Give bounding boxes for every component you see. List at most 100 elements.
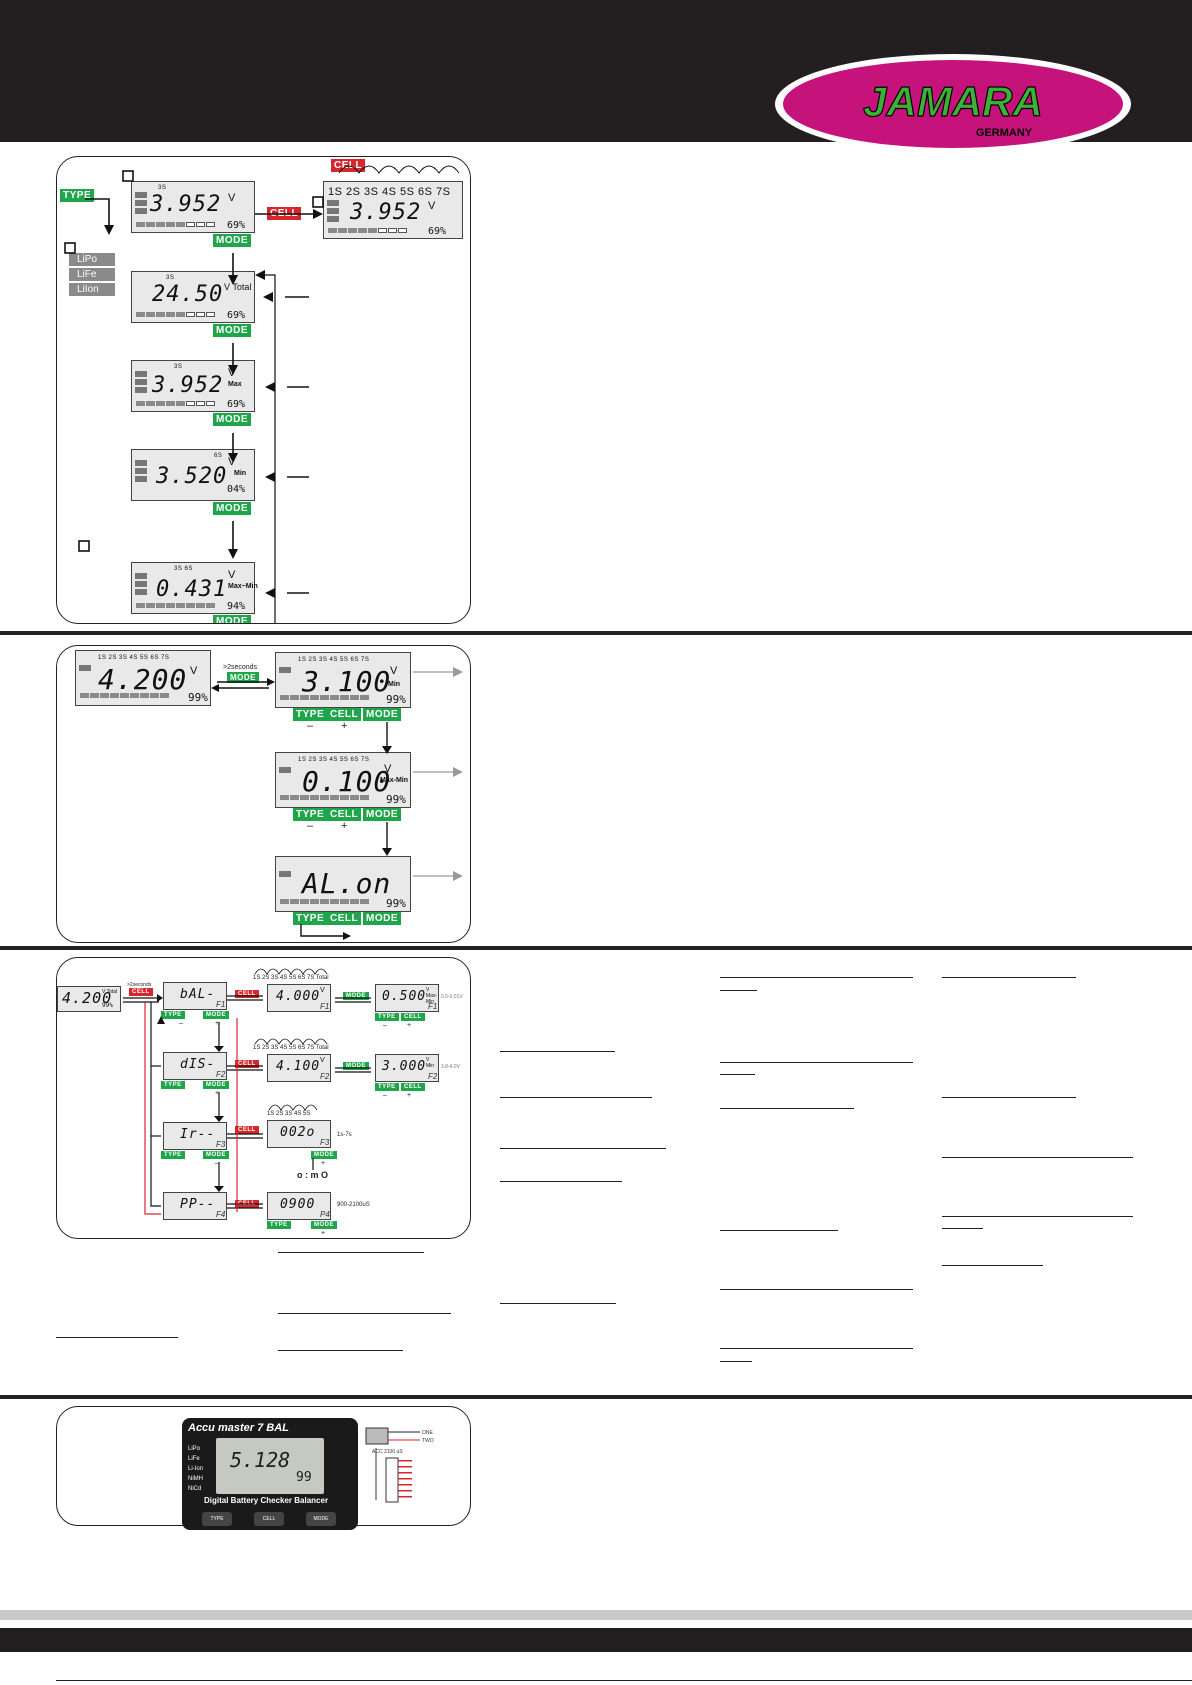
menu-pp: PP-- F4 <box>163 1192 227 1220</box>
type-button-f3[interactable]: TYPE <box>161 1151 185 1159</box>
text-rule <box>720 1074 755 1075</box>
logo-text: JAMARA <box>863 78 1043 125</box>
text-rule <box>942 1097 1076 1098</box>
chem-lipo: LiPo <box>69 253 115 266</box>
text-rule <box>500 1148 666 1149</box>
text-rule <box>720 1361 752 1362</box>
mode-button-f2[interactable]: MODE <box>203 1081 229 1089</box>
lcd-f1-cell: 4.000 V F1 <box>267 984 331 1012</box>
device-illustration: Accu master 7 BAL LiPo LiFe Li-Ion NiMH … <box>182 1418 358 1530</box>
cell-button-f1-set[interactable]: CELL <box>401 1013 425 1021</box>
text-rule <box>720 977 913 978</box>
mode-button-3[interactable]: MODE <box>213 413 251 426</box>
lcd-f2-cell: 4.100 V F2 <box>267 1054 331 1082</box>
type-button-f2[interactable]: TYPE <box>161 1081 185 1089</box>
device-label: Digital Battery Checker Balancer <box>204 1496 329 1505</box>
text-rule <box>278 1313 451 1314</box>
section-separator-2 <box>0 946 1192 950</box>
mode-button-f1-set[interactable]: MODE <box>343 992 369 1000</box>
text-rule <box>278 1350 403 1351</box>
mode-button-4[interactable]: MODE <box>213 502 251 515</box>
mode-button-a3[interactable]: MODE <box>363 912 401 925</box>
type-button-f1-set[interactable]: TYPE <box>375 1013 399 1021</box>
device-lcd: 5.128 99 <box>216 1438 324 1494</box>
mode-button-hold[interactable]: MODE <box>227 672 259 683</box>
cell-button-f1[interactable]: CELL <box>235 990 259 998</box>
mode-button-5[interactable]: MODE <box>213 615 251 623</box>
type-button-f1[interactable]: TYPE <box>161 1011 185 1019</box>
text-rule <box>278 1252 424 1253</box>
chem-life: LiFe <box>69 268 115 281</box>
device-type-button[interactable]: TYPE <box>202 1512 232 1526</box>
text-rule <box>500 1181 622 1182</box>
mode-button-2[interactable]: MODE <box>213 324 251 337</box>
section-separator-3 <box>0 1395 1192 1399</box>
lcd-cell: 1S 2S 3S 4S 5S 6S 7S 3.952 V 69% <box>323 181 463 239</box>
lcd-f1-set: 0.500 V Max-Min F1 <box>375 984 439 1012</box>
section-separator-1 <box>0 631 1192 635</box>
menu-ir: Ir-- F3 <box>163 1122 227 1150</box>
panel-alarm: 1S 2S 3S 4S 5S 6S 7S 4.200 V 99% >2secon… <box>56 645 471 943</box>
device-cell-button[interactable]: CELL <box>254 1512 284 1526</box>
mode-button-f3[interactable]: MODE <box>203 1151 229 1159</box>
lcd-f3-cell: 002o F3 <box>267 1120 331 1148</box>
lcd-alarm-start: 1S 2S 3S 4S 5S 6S 7S 4.200 V 99% <box>75 650 211 706</box>
cell-button-f2-set[interactable]: CELL <box>401 1083 425 1091</box>
footer-gray-band <box>0 1610 1192 1620</box>
text-rule <box>720 1289 913 1290</box>
text-rule <box>500 1303 616 1304</box>
jamara-logo: JAMARA GERMANY <box>775 54 1131 154</box>
lcd-alarm-max-min: 1S 2S 3S 4S 5S 6S 7S 0.100 V Max-Min 99% <box>275 752 411 808</box>
device-mode-button[interactable]: MODE <box>306 1512 336 1526</box>
panel-functions: 4.200 V Total 99% >2seconds CELL bAL- F1… <box>56 957 471 1239</box>
text-rule <box>720 1230 838 1231</box>
panel3-arrows <box>123 968 371 1215</box>
cell-button-top[interactable]: CELL <box>331 159 366 172</box>
lcd-func-start: 4.200 V Total 99% <box>57 986 121 1012</box>
mode-button-f3-set[interactable]: MODE <box>311 1151 337 1159</box>
mode-button-f2-set[interactable]: MODE <box>343 1062 369 1070</box>
lcd-max-min: 3S 6S 0.431 V Max−Min 94% <box>131 562 258 614</box>
footer-line <box>56 1680 1192 1681</box>
lcd-max: 3S 3.952 V Max 69% <box>131 360 255 412</box>
lcd-total: 3S 24.50 V Total 69% <box>131 271 255 323</box>
mode-button-a2[interactable]: MODE <box>363 808 401 821</box>
type-button-a1[interactable]: TYPE <box>293 708 328 721</box>
text-rule <box>942 1265 1043 1266</box>
text-rule <box>720 1062 913 1063</box>
cell-button-a3[interactable]: CELL <box>327 912 362 925</box>
type-button-f2-set[interactable]: TYPE <box>375 1083 399 1091</box>
menu-bal: bAL- F1 <box>163 982 227 1010</box>
type-button-a2[interactable]: TYPE <box>293 808 328 821</box>
text-rule <box>500 1051 615 1052</box>
cell-button-a2[interactable]: CELL <box>327 808 362 821</box>
cell-button-hold[interactable]: CELL <box>129 988 153 996</box>
type-button-a3[interactable]: TYPE <box>293 912 328 925</box>
lcd-main: 3S 3.952 V 69% <box>131 181 255 233</box>
panel1-arrows <box>64 165 460 623</box>
mode-button-f1[interactable]: MODE <box>203 1011 229 1019</box>
text-rule <box>56 1337 178 1338</box>
mode-button-f4-set[interactable]: MODE <box>311 1221 337 1229</box>
mode-button-1[interactable]: MODE <box>213 234 251 247</box>
text-rule <box>720 1108 854 1109</box>
text-rule <box>720 990 757 991</box>
text-rule <box>942 1157 1133 1158</box>
text-rule <box>720 1348 913 1349</box>
cell-button-f2[interactable]: CELL <box>235 1060 259 1068</box>
device-brand: Accu master 7 BAL <box>188 1422 289 1434</box>
text-rule <box>500 1097 652 1098</box>
text-rule <box>942 977 1076 978</box>
device-chemistries: LiPo LiFe Li-Ion NiMH NiCd <box>188 1446 204 1492</box>
lcd-f4-cell: 0900 P4 <box>267 1192 331 1220</box>
cell-button-f3[interactable]: CELL <box>235 1126 259 1134</box>
cell-button-a1[interactable]: CELL <box>327 708 362 721</box>
lcd-alarm-min: 1S 2S 3S 4S 5S 6S 7S 3.100 V Min 99% <box>275 652 411 708</box>
mode-button-a1[interactable]: MODE <box>363 708 401 721</box>
chem-liion: LiIon <box>69 283 115 296</box>
panel2-arrows <box>211 667 463 940</box>
type-button-f4-set[interactable]: TYPE <box>267 1221 291 1229</box>
logo-sub: GERMANY <box>976 127 1033 139</box>
menu-dis: dIS- F2 <box>163 1052 227 1080</box>
text-rule <box>942 1228 983 1229</box>
